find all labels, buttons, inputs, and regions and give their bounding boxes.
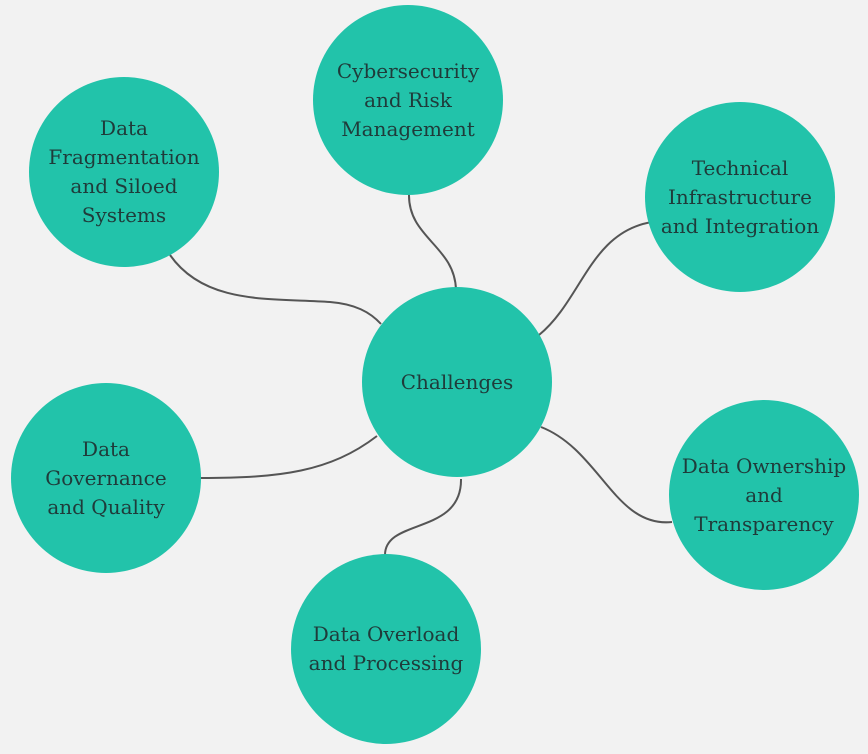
- node-label-data-overload: Data Overload and Processing: [308, 622, 464, 675]
- center-node-label: Challenges: [400, 369, 514, 394]
- node-label-data-governance: Data Governance and Quality: [45, 436, 167, 519]
- connector-data-governance: [200, 435, 378, 479]
- node-data-fragmentation: Data Fragmentation and Siloed Systems: [29, 77, 219, 267]
- node-data-overload: Data Overload and Processing: [291, 554, 481, 744]
- connector-data-ownership: [540, 426, 673, 524]
- node-data-governance: Data Governance and Quality: [11, 383, 201, 573]
- connector-technical-infrastructure: [538, 221, 653, 336]
- center-node-challenges: Challenges: [362, 287, 552, 477]
- node-label-data-ownership: Data Ownership and Transparency: [681, 453, 847, 536]
- node-cybersecurity: Cybersecurity and Risk Management: [313, 5, 503, 195]
- node-label-technical-infrastructure: Technical Infrastructure and Integration: [660, 155, 820, 238]
- connector-cybersecurity: [407, 193, 457, 291]
- node-technical-infrastructure: Technical Infrastructure and Integration: [645, 102, 835, 292]
- node-data-ownership: Data Ownership and Transparency: [669, 400, 859, 590]
- node-label-cybersecurity: Cybersecurity and Risk Management: [336, 58, 480, 141]
- connector-data-fragmentation: [169, 254, 382, 325]
- connector-data-overload: [384, 478, 463, 556]
- node-label-data-fragmentation: Data Fragmentation and Siloed Systems: [48, 116, 200, 227]
